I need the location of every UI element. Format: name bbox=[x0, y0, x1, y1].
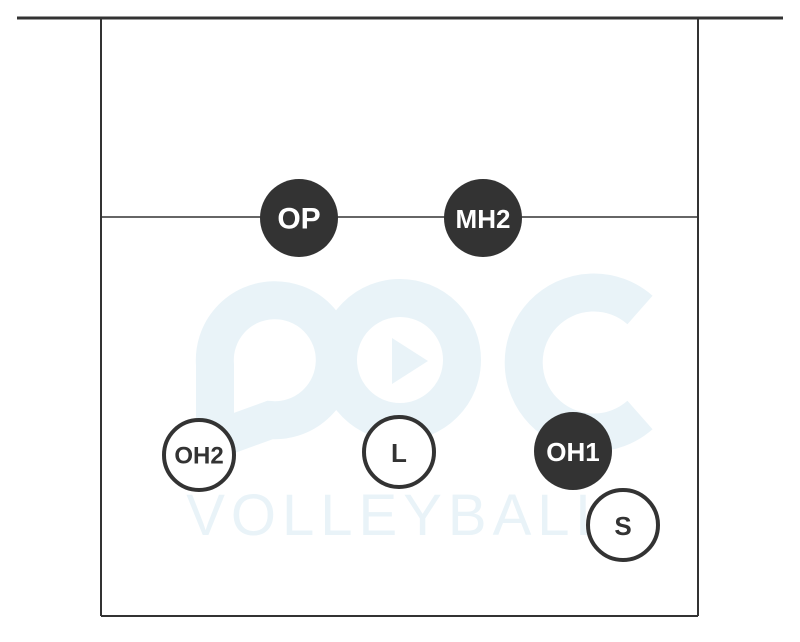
player-circle-l bbox=[362, 415, 436, 489]
player-circle-oh1 bbox=[534, 412, 612, 490]
player-label-l: L bbox=[391, 438, 407, 468]
player-label-op: OP bbox=[277, 203, 320, 236]
player-marker-op: OP bbox=[260, 179, 338, 257]
player-label-oh2: OH2 bbox=[174, 443, 223, 470]
player-circle-op bbox=[260, 179, 338, 257]
watermark-text: VOLLEYBALL bbox=[186, 483, 614, 548]
player-label-s: S bbox=[614, 511, 631, 541]
player-marker-oh1: OH1 bbox=[534, 412, 612, 490]
player-marker-oh2: OH2 bbox=[162, 418, 236, 492]
player-label-mh2: MH2 bbox=[456, 204, 511, 234]
player-circle-oh2 bbox=[162, 418, 236, 492]
player-circle-mh2 bbox=[444, 179, 522, 257]
player-circle-s bbox=[586, 488, 660, 562]
player-marker-mh2: MH2 bbox=[444, 179, 522, 257]
watermark-letter-c bbox=[504, 273, 653, 452]
player-marker-l: L bbox=[362, 415, 436, 489]
player-marker-s: S bbox=[586, 488, 660, 562]
watermark-play-icon bbox=[392, 338, 428, 384]
player-label-oh1: OH1 bbox=[546, 437, 599, 467]
watermark-letter-a bbox=[195, 281, 354, 468]
